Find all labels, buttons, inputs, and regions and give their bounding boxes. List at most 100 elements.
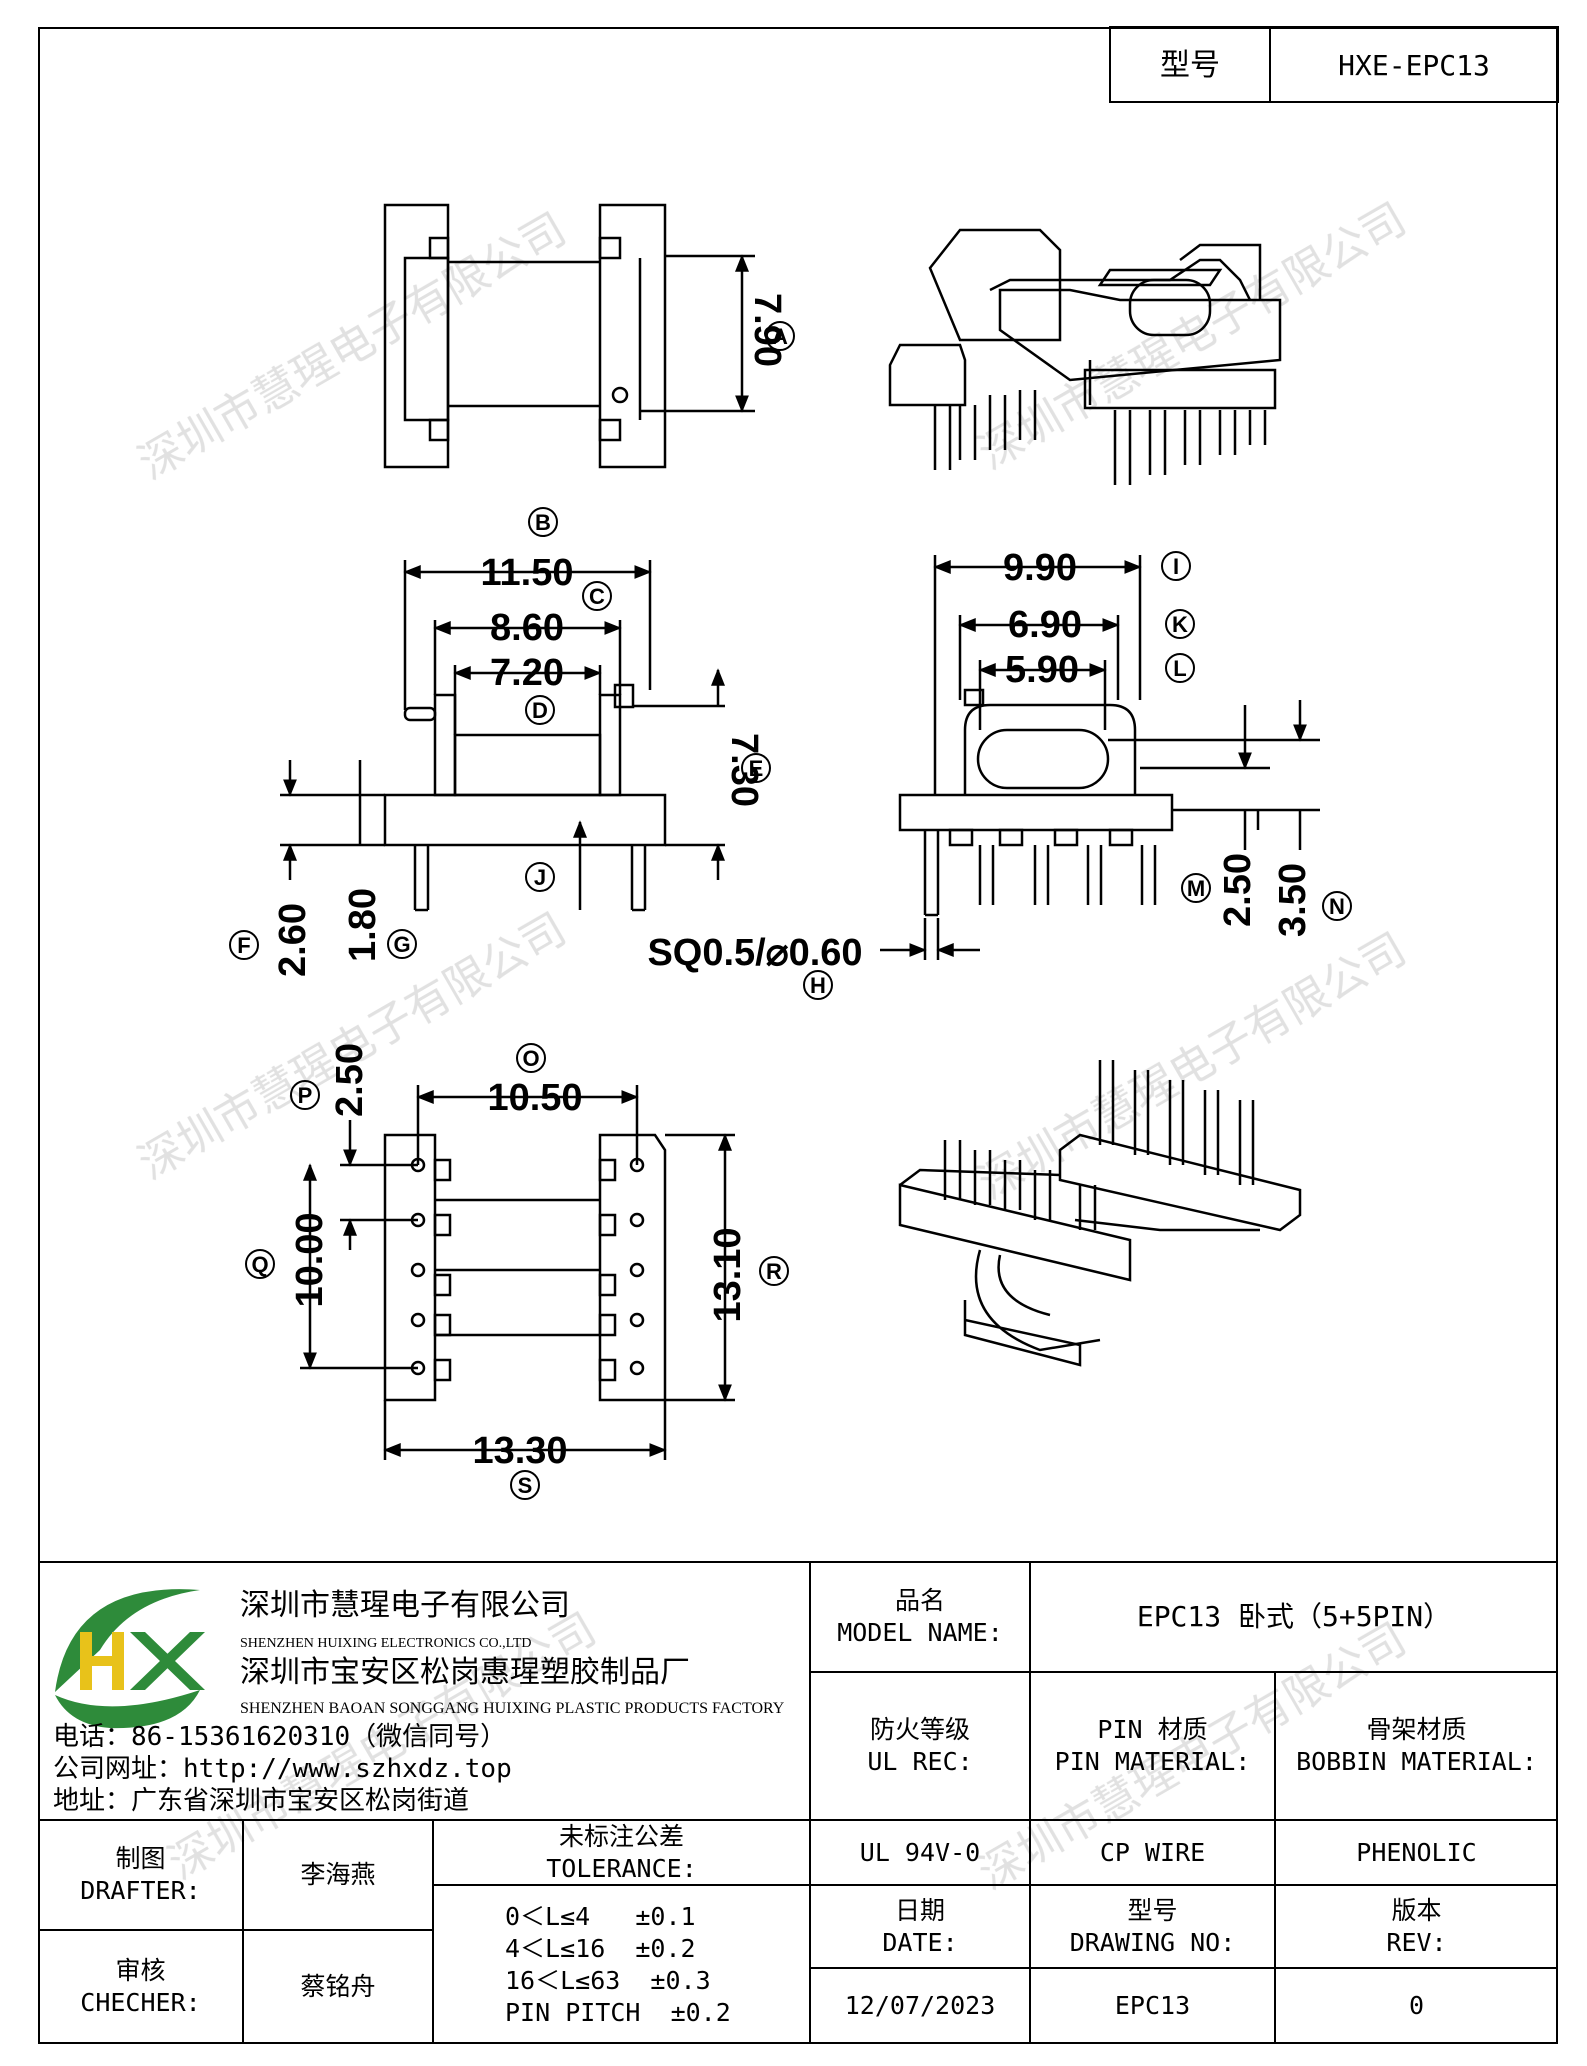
- dimension-labels: 7.90 11.50 8.60 7.20 7.30 2.60 1.80 SQ0.…: [272, 293, 1314, 1472]
- dim-r-value: 13.10: [707, 1227, 749, 1322]
- company-name-1: 深圳市慧瑆电子有限公司: [240, 1588, 570, 1623]
- company-phone: 电话：86-15361620310（微信同号）: [53, 1722, 506, 1752]
- svg-text:S: S: [518, 1473, 533, 1498]
- rev-text: 0: [1408, 1991, 1425, 2020]
- bobbin-material-value: PHENOLIC: [1275, 1820, 1558, 1885]
- title-block-grid: [38, 1561, 1558, 2044]
- end-view: [898, 688, 1174, 917]
- model-value: HXE-EPC13: [1338, 49, 1490, 82]
- side-view: [383, 203, 667, 469]
- marker-group: A B C D E F G H I J K L M N O P Q R S: [229, 321, 1352, 1500]
- marker-e: E: [741, 753, 771, 783]
- checker-en: CHECHER:: [80, 1988, 201, 2017]
- dim-n-value: 3.50: [1272, 863, 1314, 937]
- model-name-en: MODEL NAME:: [837, 1618, 1003, 1647]
- iso-view-bottom: [898, 1060, 1302, 1367]
- end-dims: [880, 555, 1320, 960]
- svg-text:R: R: [766, 1259, 782, 1284]
- ul-rec-cn: 防火等级: [869, 1715, 970, 1744]
- date-text: 12/07/2023: [844, 1991, 996, 2020]
- dim-m-value: 2.50: [1217, 853, 1259, 927]
- tolerance-row: 16＜L≤63 ±0.3: [505, 1965, 711, 1995]
- marker-f: F: [229, 930, 259, 960]
- pin-material-label: PIN 材质 PIN MATERIAL:: [1030, 1672, 1275, 1820]
- marker-n: N: [1322, 891, 1352, 921]
- pin-material-value: CP WIRE: [1030, 1820, 1275, 1885]
- pin-material-en: PIN MATERIAL:: [1054, 1747, 1251, 1776]
- company-web: 公司网址：http://www.szhxdz.top: [53, 1754, 512, 1784]
- ul-rec-label: 防火等级 UL REC:: [810, 1672, 1030, 1820]
- drafter-name: 李海燕: [243, 1820, 433, 1930]
- dim-d-value: 7.20: [490, 652, 564, 694]
- tolerance-en: TOLERANCE:: [546, 1853, 697, 1883]
- svg-text:G: G: [393, 932, 410, 957]
- dim-f-value: 2.60: [272, 903, 314, 977]
- marker-p: P: [290, 1080, 320, 1110]
- model-label: 型号: [1160, 49, 1220, 82]
- marker-h: H: [803, 970, 833, 1000]
- dim-e-value: 7.30: [723, 733, 765, 807]
- model-name-text: EPC13 卧式（5+5PIN）: [1136, 1600, 1452, 1633]
- marker-j: J: [525, 862, 555, 892]
- dim-l-value: 5.90: [1005, 649, 1079, 691]
- dim-o-value: 10.50: [487, 1077, 582, 1119]
- model-name-cn: 品名: [894, 1586, 945, 1615]
- svg-text:K: K: [1172, 612, 1188, 637]
- dim-c-value: 8.60: [490, 607, 564, 649]
- watermark: 深圳市慧瑆电子有限公司: [971, 194, 1415, 478]
- date-label: 日期 DATE:: [810, 1885, 1030, 1968]
- tolerance-label: 未标注公差 TOLERANCE:: [433, 1820, 810, 1885]
- rev-label: 版本 REV:: [1275, 1885, 1558, 1968]
- drawing-no-cn: 型号: [1127, 1895, 1178, 1925]
- tolerance-cn: 未标注公差: [558, 1821, 684, 1851]
- tolerance-values: 0＜L≤4 ±0.1 4＜L≤16 ±0.2 16＜L≤63 ±0.3 PIN …: [433, 1885, 810, 2044]
- pin-material-cn: PIN 材质: [1097, 1715, 1208, 1744]
- bottom-dims: [300, 1085, 735, 1460]
- company-info: 深圳市慧瑆电子有限公司 SHENZHEN HUIXING ELECTRONICS…: [53, 1588, 785, 1816]
- bobbin-material-label: 骨架材质 BOBBIN MATERIAL:: [1275, 1672, 1558, 1820]
- dim-h-value: SQ0.5/⌀0.60: [647, 932, 862, 974]
- marker-r: R: [759, 1256, 789, 1286]
- drawing-sheet: [38, 27, 1558, 2044]
- marker-k: K: [1165, 609, 1195, 639]
- dim-b-value: 11.50: [481, 552, 574, 594]
- dim-k-value: 6.90: [1008, 604, 1082, 646]
- bobbin-material-en: BOBBIN MATERIAL:: [1296, 1747, 1537, 1776]
- drafter-cn: 制图: [115, 1844, 166, 1873]
- svg-text:F: F: [237, 933, 250, 958]
- company-name-1-en: SHENZHEN HUIXING ELECTRONICS CO.,LTD: [240, 1636, 532, 1651]
- drafter-en: DRAFTER:: [80, 1876, 201, 1905]
- model-name-label: 品名 MODEL NAME:: [810, 1562, 1030, 1672]
- bobbin-material-text: PHENOLIC: [1356, 1837, 1477, 1867]
- svg-text:L: L: [1173, 656, 1186, 681]
- checker-name-text: 蔡铭舟: [300, 1972, 376, 2001]
- svg-text:J: J: [534, 865, 546, 890]
- checker-name: 蔡铭舟: [243, 1930, 433, 2044]
- marker-o: O: [516, 1043, 546, 1073]
- marker-b: B: [528, 507, 558, 537]
- front-dims: [280, 560, 725, 910]
- company-name-2-en: SHENZHEN BAOAN SONGGANG HUIXING PLASTIC …: [240, 1700, 785, 1717]
- iso-view-top: [888, 228, 1282, 485]
- bobbin-material-cn: 骨架材质: [1366, 1715, 1467, 1744]
- ul-rec-en: UL REC:: [867, 1747, 973, 1776]
- rev-en: REV:: [1386, 1927, 1447, 1957]
- drawing-no-en: DRAWING NO:: [1069, 1927, 1236, 1957]
- tolerance-row: PIN PITCH ±0.2: [505, 1997, 731, 2027]
- dim-q-value: 10.00: [289, 1212, 331, 1307]
- bottom-view: [383, 1133, 667, 1402]
- dim-p-value: 2.50: [329, 1043, 371, 1117]
- marker-g: G: [387, 929, 417, 959]
- pin-material-text: CP WIRE: [1099, 1837, 1206, 1867]
- drawing-no-value: EPC13: [1030, 1968, 1275, 2044]
- dim-i-value: 9.90: [1003, 547, 1077, 589]
- model-title-box: 型号 HXE-EPC13: [1109, 26, 1559, 103]
- marker-c: C: [582, 581, 612, 611]
- marker-d: D: [525, 695, 555, 725]
- checker-cn: 审核: [115, 1956, 166, 1985]
- svg-text:Q: Q: [251, 1252, 268, 1277]
- dim-a: [640, 254, 755, 413]
- svg-text:H: H: [810, 973, 826, 998]
- marker-q: Q: [245, 1249, 275, 1279]
- tolerance-row: 0＜L≤4 ±0.1: [505, 1901, 696, 1931]
